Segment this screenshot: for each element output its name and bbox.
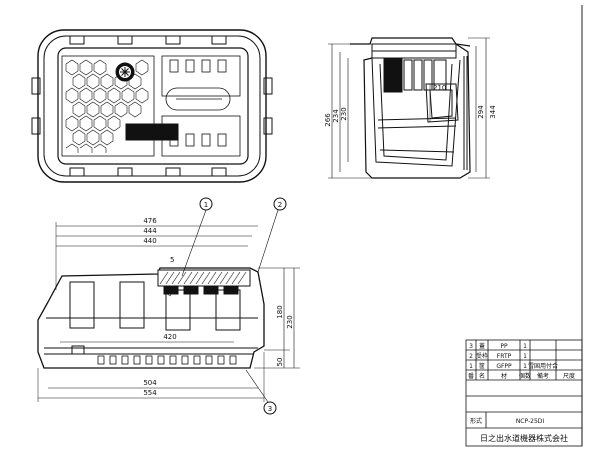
part-no-3: 3 [469, 343, 473, 350]
part-name-1: 筐 [479, 362, 485, 370]
side-view [328, 37, 490, 179]
model-label: 形式 [470, 417, 482, 425]
dim-180: 180 [276, 305, 284, 318]
header-no: 番 [468, 373, 474, 380]
part-material-3: PP [500, 343, 508, 350]
dim-230-front: 230 [286, 315, 294, 328]
part-qty-3: 1 [523, 343, 527, 350]
dim-344: 344 [489, 105, 497, 119]
header-unit: 尺度 [563, 372, 575, 380]
part-name-3: 蓋 [479, 342, 485, 350]
dim-504: 504 [143, 379, 157, 387]
dim-50: 50 [276, 358, 284, 367]
part-qty-1: 1 [523, 363, 527, 370]
dim-554: 554 [143, 389, 157, 397]
part-no-2: 2 [469, 353, 473, 360]
model-number: NCP-25DI [516, 418, 545, 425]
dim-45: 45 [166, 288, 174, 297]
part-no-1: 1 [469, 363, 473, 370]
dim-476: 476 [143, 217, 157, 225]
company-name: 日之出水道機器株式会社 [480, 433, 568, 443]
header-qty: 個数 [519, 372, 531, 380]
top-view [31, 29, 273, 183]
part-name-2: 受枠 [476, 352, 488, 360]
dim-234: 234 [332, 109, 340, 123]
part-material-1: GFPP [496, 363, 512, 370]
dim-210: 210 [433, 84, 446, 92]
top-view-label: 量水器 [136, 125, 170, 139]
part-qty-2: 1 [523, 353, 527, 360]
front-view [37, 197, 300, 415]
dim-420: 420 [163, 333, 176, 341]
part-material-2: FRTP [497, 353, 512, 360]
header-note: 備考 [537, 372, 549, 380]
callout-2: 2 [278, 201, 282, 209]
dim-294: 294 [477, 105, 485, 119]
callout-1: 1 [204, 201, 208, 209]
dim-266: 266 [324, 113, 332, 127]
header-material: 材 [501, 372, 507, 380]
title-block [465, 339, 583, 447]
callout-3: 3 [268, 405, 272, 413]
dim-5: 5 [170, 256, 174, 264]
header-part: 名 [479, 372, 485, 380]
dim-444: 444 [143, 227, 157, 235]
part-note-1: 雪国用付合 [528, 362, 558, 370]
dim-230: 230 [340, 107, 348, 120]
dim-440: 440 [143, 237, 156, 245]
